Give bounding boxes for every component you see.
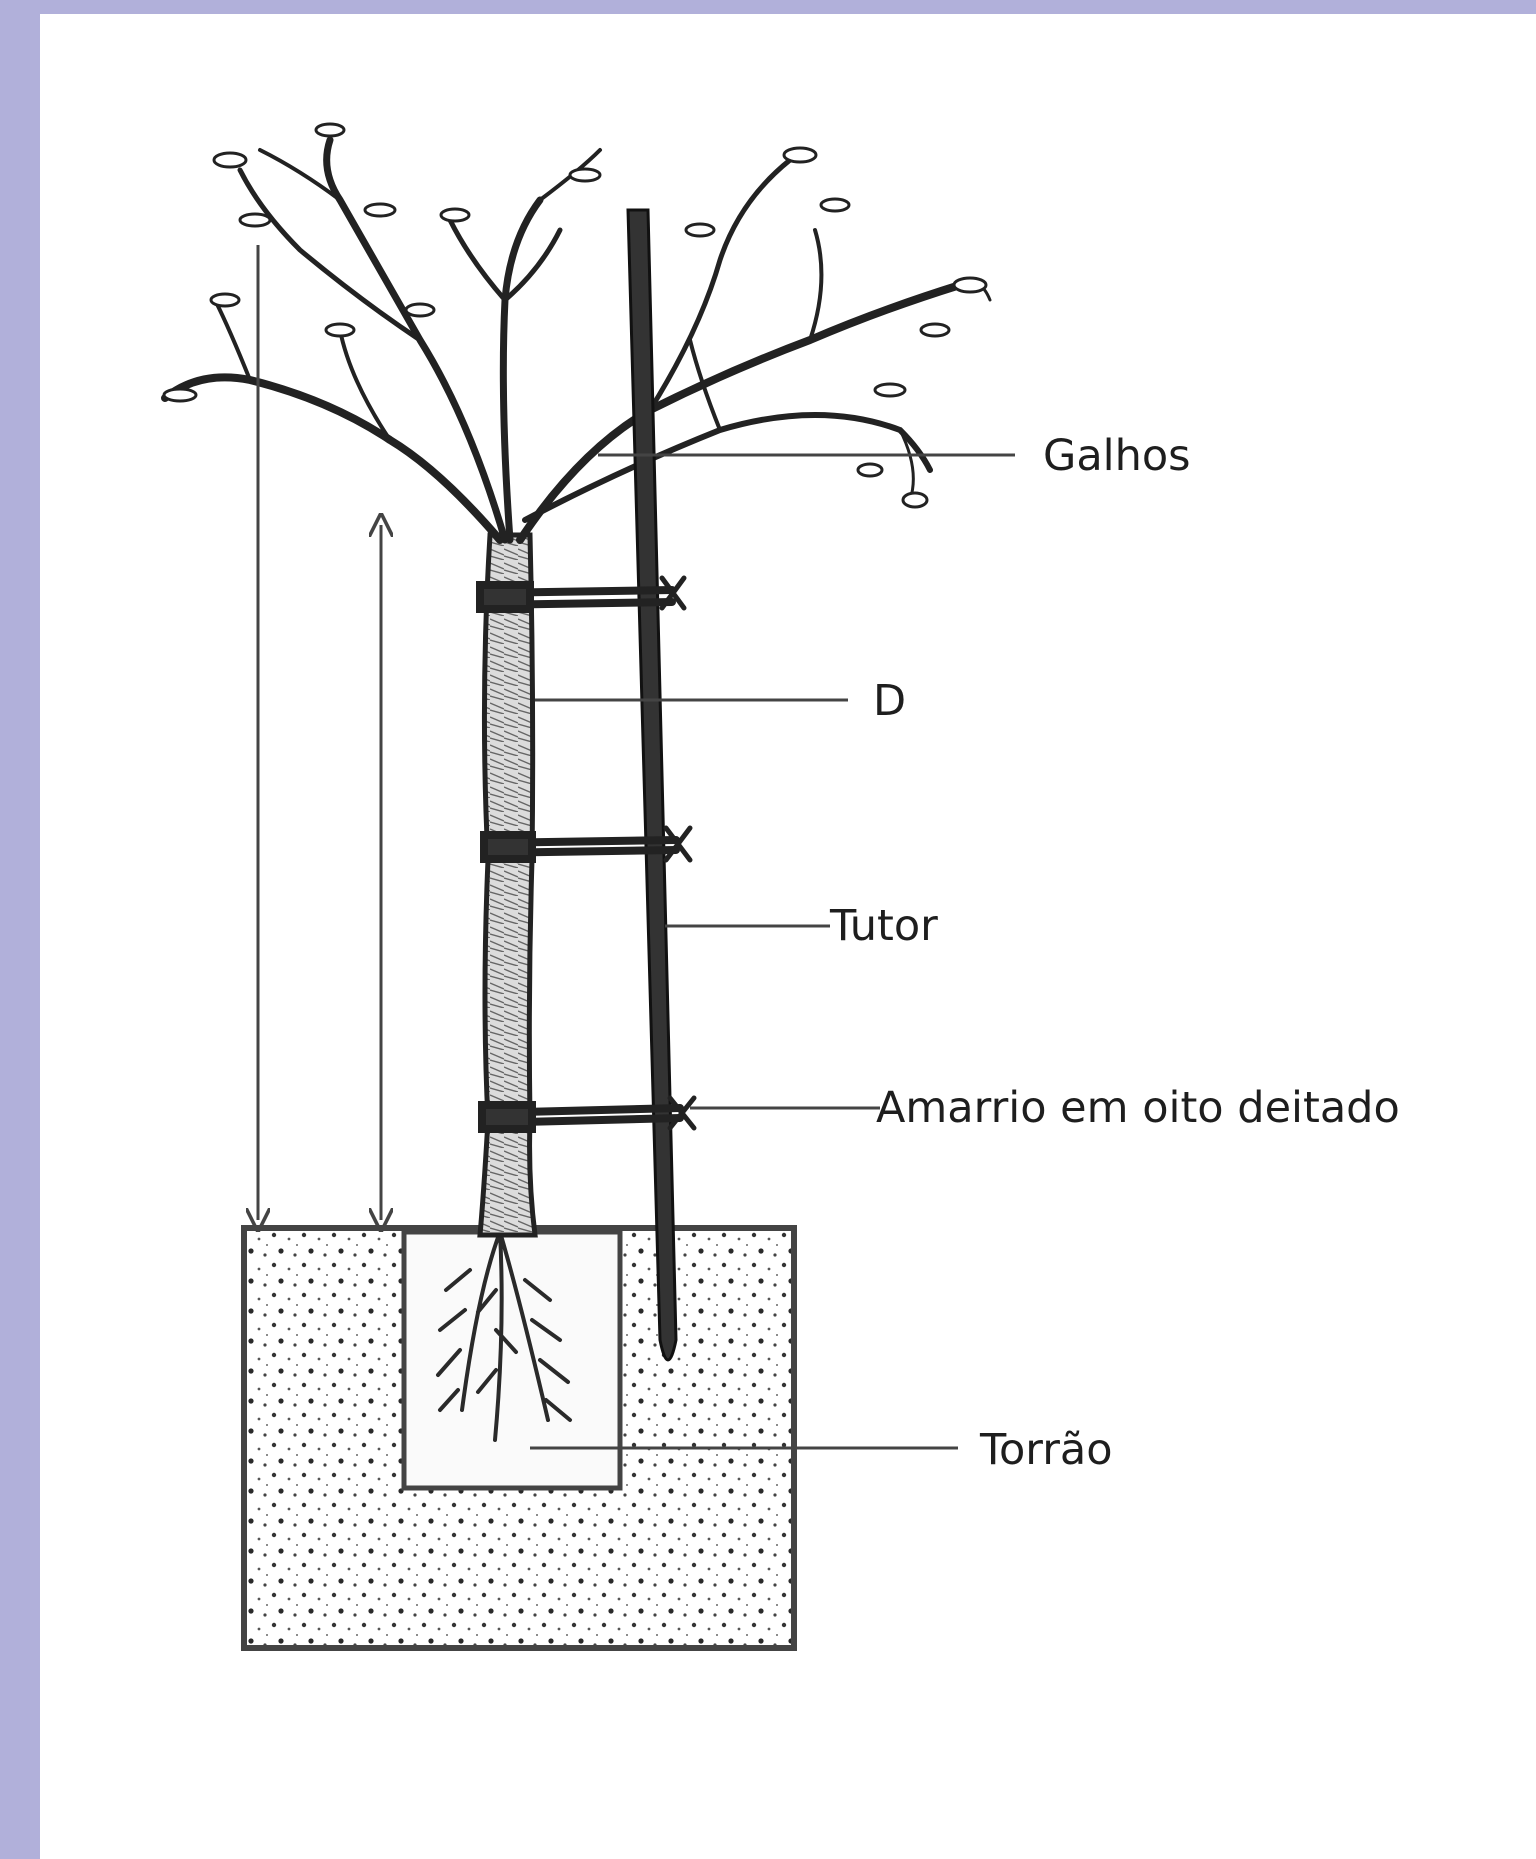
label-tutor: Tutor: [829, 901, 938, 951]
label-amarrio: Amarrio em oito deitado: [876, 1083, 1400, 1133]
label-galhos: Galhos: [1043, 431, 1191, 481]
label-d: D: [873, 676, 906, 726]
tree-branches: [165, 140, 990, 540]
label-torrao: Torrão: [979, 1425, 1113, 1475]
root-ball: [404, 1232, 620, 1488]
